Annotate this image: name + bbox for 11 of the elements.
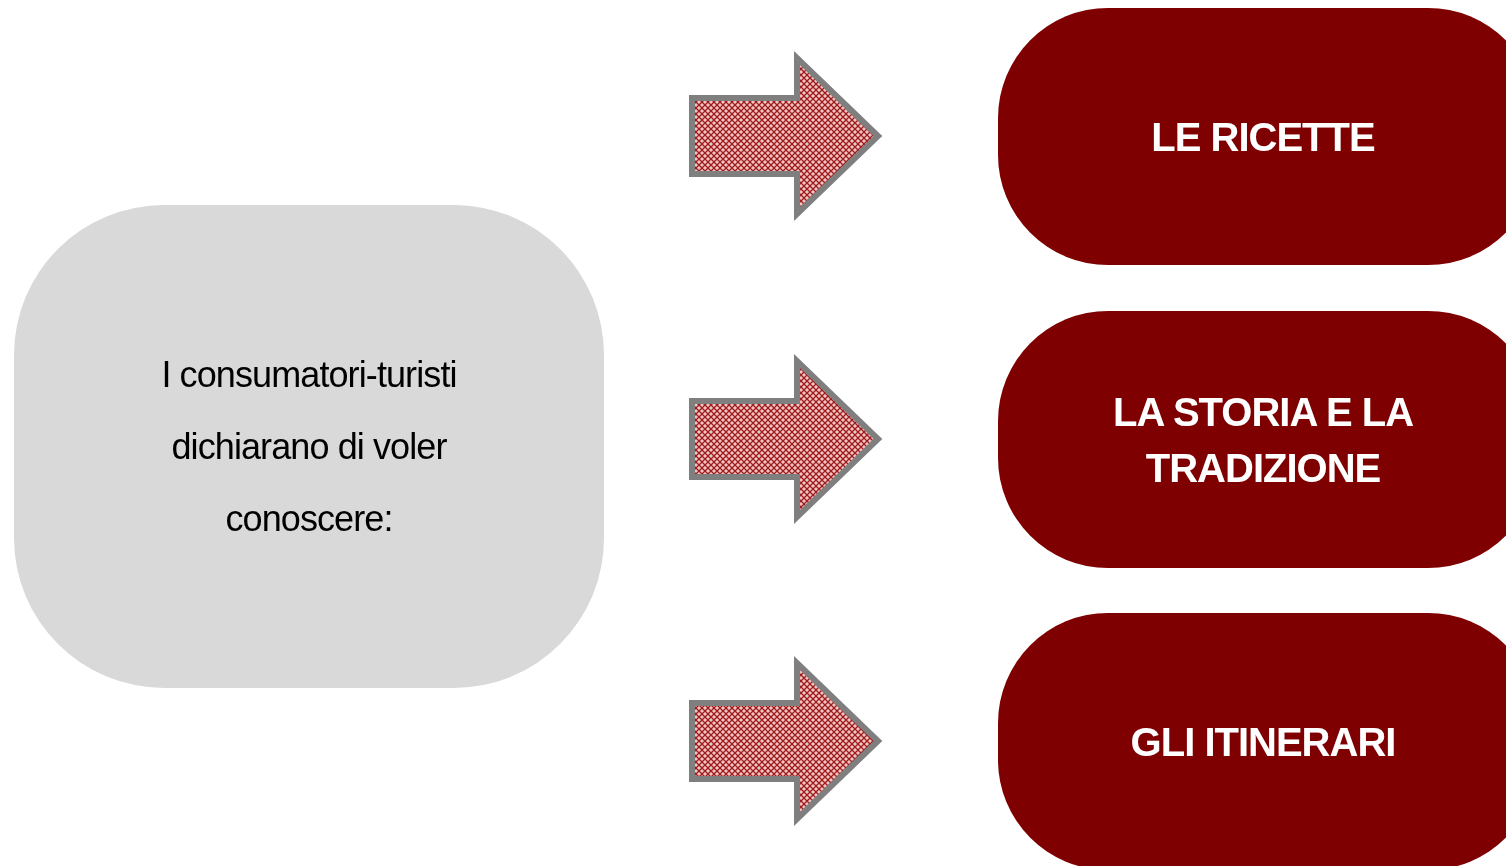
category-title: GLI ITINERARI <box>1129 718 1397 766</box>
block-arrow <box>689 353 883 525</box>
category-box <box>998 613 1506 866</box>
description-text: I consumatori-turisti dichiarano di voler conoscere: <box>160 352 458 541</box>
category-title: LA STORIA E LA TRADIZIONE <box>1111 388 1415 492</box>
category-title: LE RICETTE <box>1150 113 1376 161</box>
block-arrow <box>689 50 883 222</box>
rounded-box <box>14 205 604 688</box>
category-box <box>998 311 1506 568</box>
block-arrow <box>689 655 883 827</box>
category-box <box>998 8 1506 265</box>
